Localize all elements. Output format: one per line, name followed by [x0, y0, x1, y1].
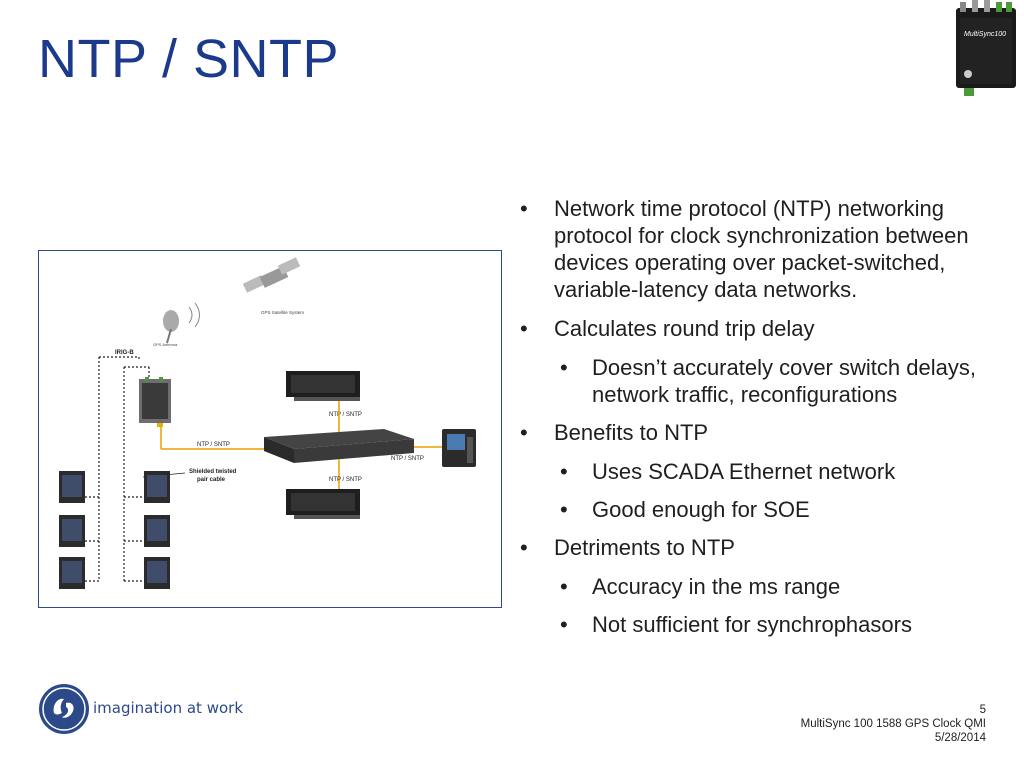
satellite-label: GPS Satellite System — [261, 310, 304, 315]
irig-label: IRIG-B — [115, 350, 134, 356]
relay-rack-bottom — [286, 489, 360, 519]
relay-rack-top — [286, 371, 360, 401]
bullet-item: Calculates round trip delay — [520, 315, 990, 342]
ntp-label-bottom: NTP / SNTP — [329, 477, 362, 483]
page-number: 5 — [979, 704, 986, 716]
cable-label-line1: Shielded twisted — [189, 469, 237, 475]
gps-antenna-icon — [163, 302, 200, 344]
bullet-item: Benefits to NTP — [520, 419, 990, 446]
relay-grid — [59, 471, 170, 589]
ethernet-switch-device — [264, 429, 414, 463]
antenna-label: GPS Antenna — [153, 342, 178, 347]
ge-monogram-icon — [38, 683, 90, 735]
sub-bullet-item: Good enough for SOE — [520, 496, 990, 523]
slide-title: NTP / SNTP — [38, 29, 340, 89]
bullet-item: Detriments to NTP — [520, 534, 990, 561]
ntp-label-top: NTP / SNTP — [329, 412, 362, 418]
ntp-label-left: NTP / SNTP — [197, 442, 230, 448]
device-label: MultiSync100 — [964, 31, 1006, 38]
satellite-icon — [242, 257, 301, 293]
sub-bullet-item: Doesn’t accurately cover switch delays, … — [520, 354, 990, 408]
slide-footer: 5 MultiSync 100 1588 GPS Clock QMI 5/28/… — [801, 703, 986, 745]
relay-device-right — [442, 429, 476, 467]
sub-bullet-item: Accuracy in the ms range — [520, 573, 990, 600]
sub-bullet-item: Not sufficient for synchrophasors — [520, 611, 990, 638]
cable-label-line2: pair cable — [197, 477, 226, 483]
multisync-device-image: MultiSync100 — [950, 0, 1022, 98]
footer-title: MultiSync 100 1588 GPS Clock QMI — [800, 718, 986, 730]
network-diagram: GPS Satellite System GPS Antenna IRIG-B — [38, 250, 502, 608]
footer-date: 5/28/2014 — [934, 732, 986, 744]
tagline: imagination at work — [93, 699, 243, 717]
bullet-list: Network time protocol (NTP) networking p… — [520, 195, 990, 649]
gps-clock-device — [139, 377, 171, 427]
bullet-item: Network time protocol (NTP) networking p… — [520, 195, 990, 303]
sub-bullet-item: Uses SCADA Ethernet network — [520, 458, 990, 485]
ntp-label-right: NTP / SNTP — [391, 456, 424, 462]
